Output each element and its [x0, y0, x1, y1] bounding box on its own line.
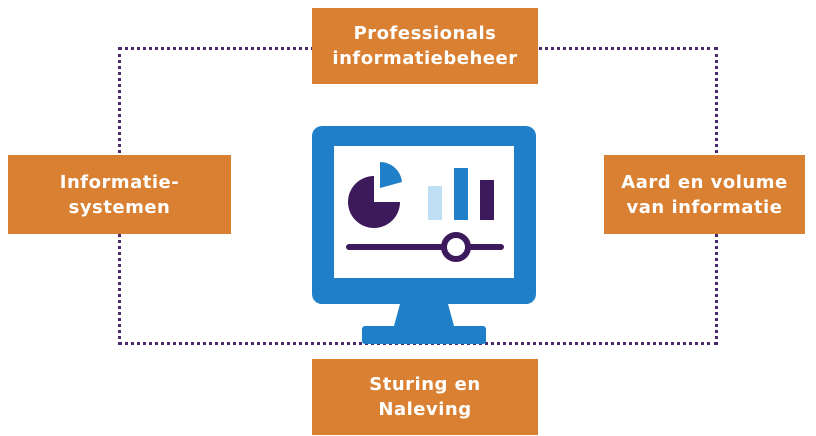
box-professionals-informatiebeheer: Professionals informatiebeheer: [312, 8, 538, 84]
box-right-line2: van informatie: [626, 196, 783, 218]
box-top-line2: informatiebeheer: [332, 48, 518, 69]
box-top-line1: Professionals: [353, 23, 497, 44]
pie-chart-detached-slice: [380, 161, 402, 188]
monitor-stand-neck: [394, 304, 454, 326]
pie-chart-main-slice: [348, 176, 400, 228]
box-bottom-line2: Naleving: [378, 399, 472, 420]
monitor-stand-base: [362, 326, 486, 344]
box-right-line1: Aard en volume: [621, 171, 788, 193]
bar-purple: [480, 180, 494, 220]
slider-track: [346, 244, 504, 250]
box-left-line1: Informatie-: [59, 171, 180, 193]
slider-knob: [441, 232, 471, 262]
box-bottom-line1: Sturing en: [369, 374, 481, 395]
box-sturing-en-naleving: Sturing en Naleving: [312, 359, 538, 435]
box-aard-en-volume: Aard en volume van informatie: [604, 155, 805, 234]
bar-blue: [454, 168, 468, 220]
box-informatiesystemen: Informatie- systemen: [8, 155, 231, 234]
monitor-dashboard-icon: [312, 126, 536, 344]
box-left-line2: systemen: [68, 196, 171, 218]
bar-light: [428, 186, 442, 220]
